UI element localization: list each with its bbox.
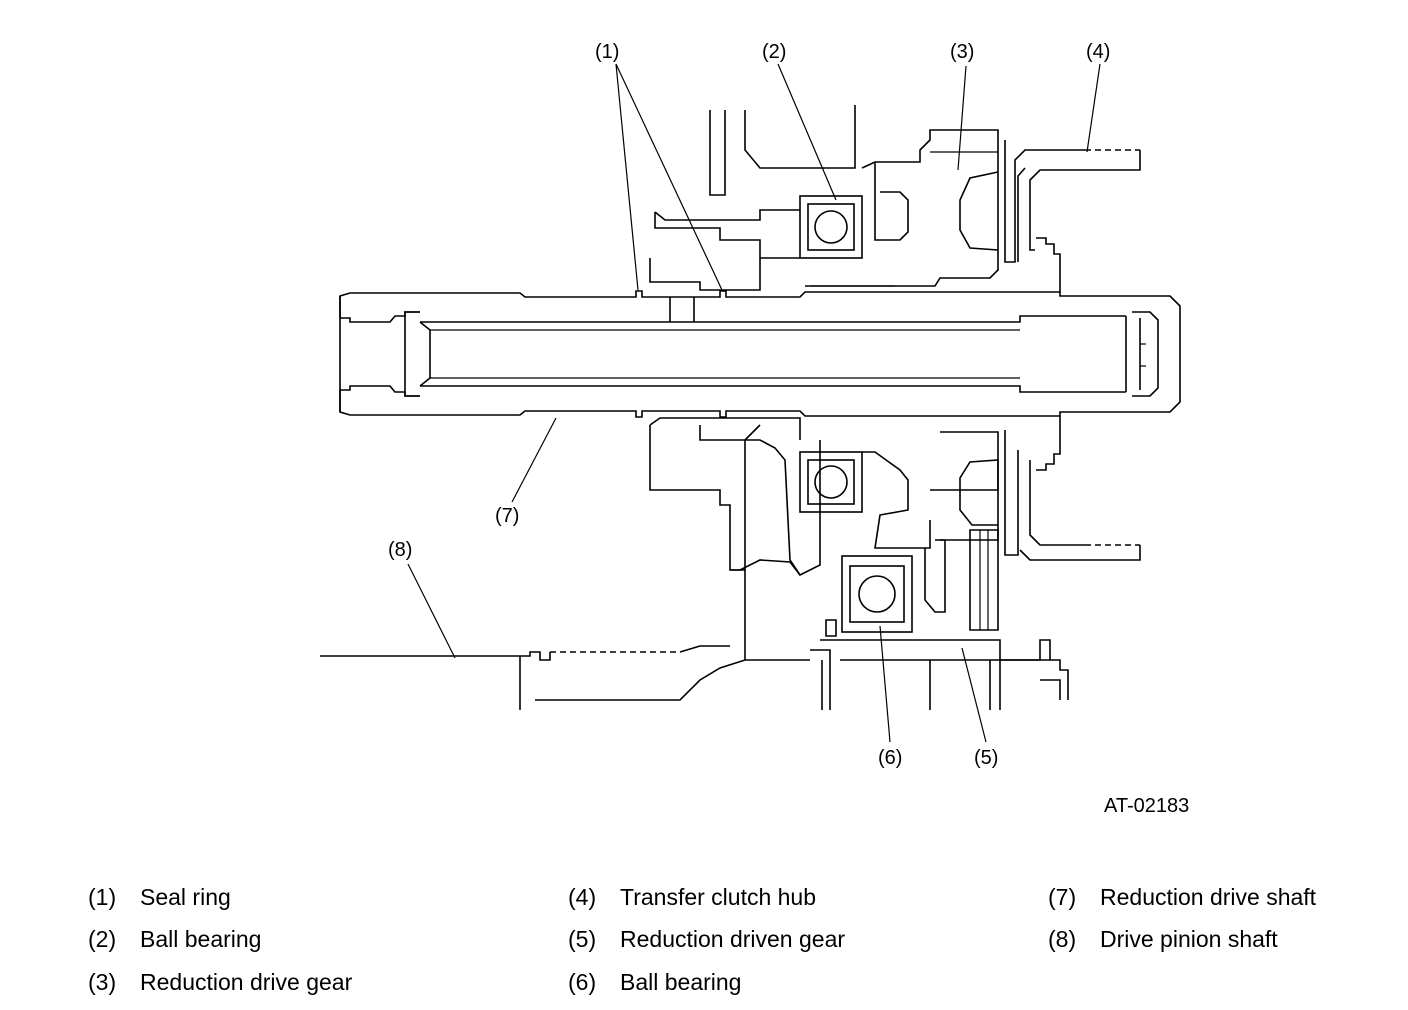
lower-housing	[320, 417, 1141, 710]
callout-8: (8)	[388, 539, 412, 561]
callout-1: (1)	[595, 41, 619, 63]
legend-number: (2)	[88, 926, 117, 952]
legend-number: (8)	[1048, 926, 1077, 952]
callout-3: (3)	[950, 41, 974, 63]
legend-number: (3)	[88, 969, 117, 995]
callout-7: (7)	[495, 505, 519, 527]
legend-number: (4)	[568, 884, 597, 910]
legend-number: (1)	[88, 884, 117, 910]
legend-label: Ball bearing	[620, 969, 742, 995]
leader-lines	[407, 63, 1101, 743]
parts-legend: (1) Seal ring (2) Ball bearing (3) Reduc…	[0, 870, 1408, 1010]
upper-housing	[649, 105, 1141, 291]
legend-label: Drive pinion shaft	[1100, 926, 1278, 952]
reduction-drive-shaft	[339, 237, 1181, 471]
legend-number: (6)	[568, 969, 597, 995]
legend-label: Seal ring	[140, 884, 231, 910]
figure-code: AT-02183	[1104, 795, 1189, 817]
legend-label: Reduction driven gear	[620, 926, 846, 952]
callout-6: (6)	[878, 747, 902, 769]
legend-label: Reduction drive gear	[140, 969, 353, 995]
callout-2: (2)	[762, 41, 786, 63]
callout-5: (5)	[974, 747, 998, 769]
legend-number: (7)	[1048, 884, 1077, 910]
legend-label: Reduction drive shaft	[1100, 884, 1317, 910]
legend-label: Transfer clutch hub	[620, 884, 817, 910]
legend-number: (5)	[568, 926, 597, 952]
callout-4: (4)	[1086, 41, 1110, 63]
legend-label: Ball bearing	[140, 926, 262, 952]
transfer-assembly-diagram: (1) (2) (3) (4) (5) (6) (7) (8) AT-02183	[320, 41, 1189, 817]
